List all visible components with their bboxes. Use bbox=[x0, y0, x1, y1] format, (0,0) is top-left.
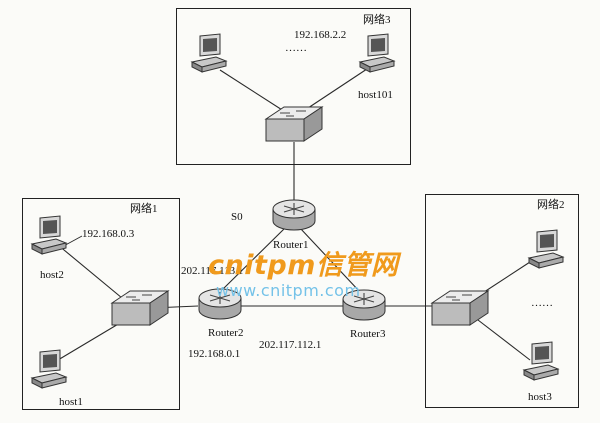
switch-net3-icon bbox=[264, 106, 324, 142]
watermark-url: www.cnitpm.com bbox=[216, 281, 361, 300]
host101-label: host101 bbox=[358, 89, 393, 101]
link-host2-switch1 bbox=[57, 244, 123, 299]
watermark-brand: cnitpm信管网 bbox=[208, 250, 399, 281]
link-switch2-host-net2-top bbox=[477, 261, 531, 297]
computer-net3-left-icon bbox=[190, 33, 228, 73]
ip-label-192-168-0-1: 192.168.0.1 bbox=[188, 348, 241, 360]
network2-box bbox=[425, 194, 579, 408]
network1-title: 网络1 bbox=[130, 203, 158, 215]
router1-icon bbox=[272, 199, 316, 231]
computer-host3-icon bbox=[522, 341, 560, 381]
link-router1-router3 bbox=[299, 227, 361, 293]
computer-host101-icon bbox=[358, 33, 396, 73]
router3-label: Router3 bbox=[350, 328, 386, 340]
ip-label-202-117-113-1: 202.117.113.1 bbox=[181, 265, 244, 277]
router3-icon bbox=[342, 289, 386, 321]
computer-host2-icon bbox=[30, 215, 68, 255]
router2-label: Router2 bbox=[208, 327, 244, 339]
network1-box bbox=[22, 198, 180, 410]
switch-net1-icon bbox=[110, 290, 170, 326]
computer-host1-icon bbox=[30, 349, 68, 389]
switch-net2-icon bbox=[430, 290, 490, 326]
link-host1-switch1 bbox=[57, 319, 126, 361]
link-host101-switch3 bbox=[301, 64, 374, 113]
interface-label-s0: S0 bbox=[231, 211, 243, 223]
host3-label: host3 bbox=[528, 391, 552, 403]
network3-title: 网络3 bbox=[363, 14, 391, 26]
router2-icon bbox=[198, 288, 242, 320]
computer-net2-top-icon bbox=[527, 229, 565, 269]
link-router1-router2 bbox=[221, 227, 286, 291]
host1-label: host1 bbox=[59, 396, 83, 408]
ip-label-202-117-112-1: 202.117.112.1 bbox=[259, 339, 322, 351]
ip-label-192-168-0-3: 192.168.0.3 bbox=[82, 228, 135, 240]
ip-label-192-168-2-2: 192.168.2.2 bbox=[294, 29, 347, 41]
ellipsis-net3: …… bbox=[285, 42, 307, 54]
host2-label: host2 bbox=[40, 269, 64, 281]
link-host-net3-left-switch3 bbox=[219, 69, 291, 116]
network3-box bbox=[176, 8, 411, 165]
network2-title: 网络2 bbox=[537, 199, 565, 211]
router1-label: Router1 bbox=[273, 239, 309, 251]
ellipsis-net2: …… bbox=[531, 297, 553, 309]
link-switch2-host3 bbox=[477, 319, 531, 361]
